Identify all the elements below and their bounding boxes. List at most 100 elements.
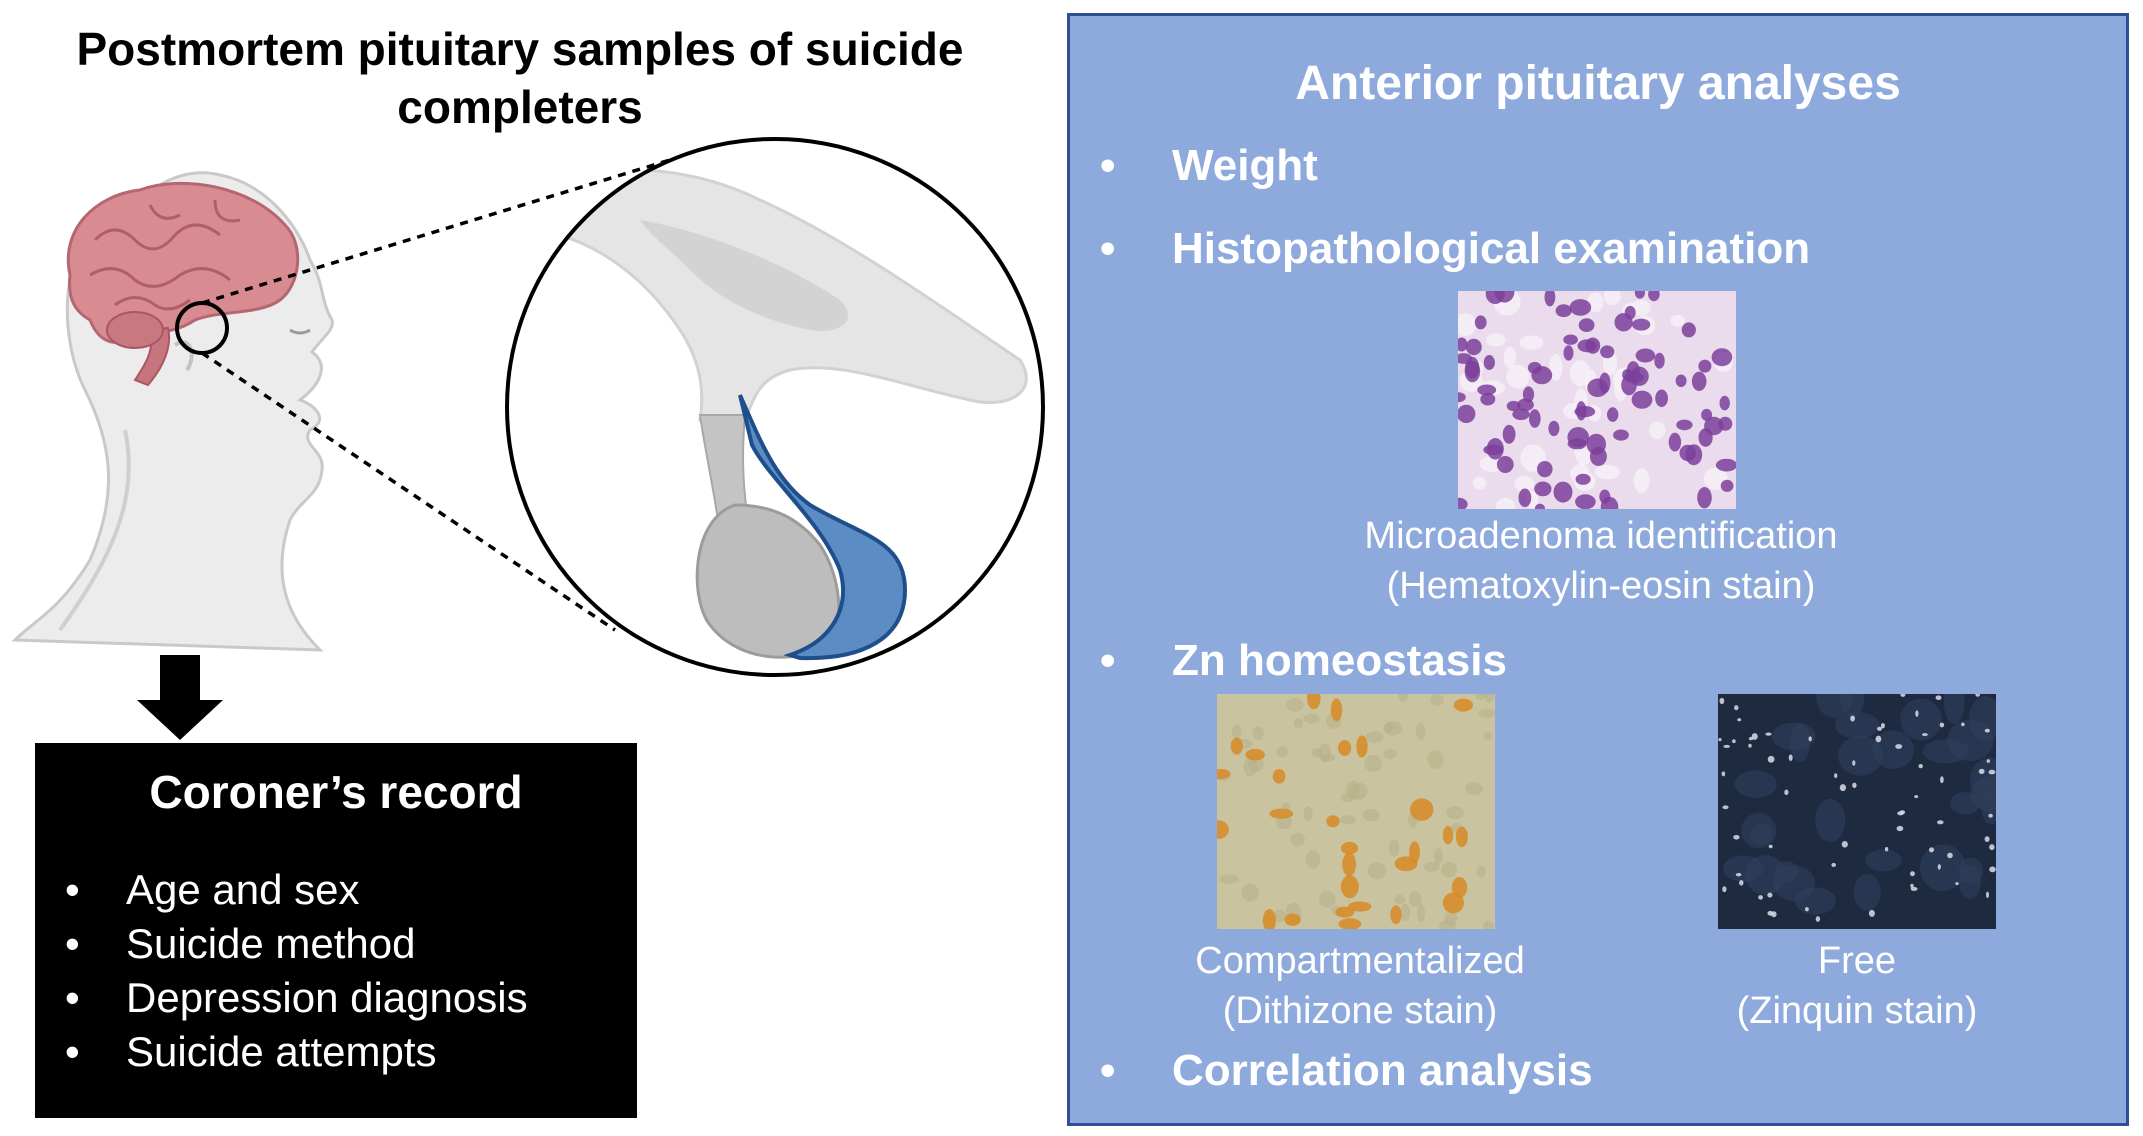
he-nucleus [1518, 488, 1532, 508]
dithizone-texture [1483, 920, 1495, 929]
he-nucleus [1569, 299, 1592, 316]
brain-folds [89, 199, 241, 311]
zinquin-zinc-spot [1988, 769, 1996, 775]
zinquin-zinc-spot [1910, 883, 1914, 888]
zinquin-zinc-spot [1955, 882, 1959, 886]
he-nucleus [1544, 291, 1556, 307]
zinquin-texture [1734, 770, 1777, 798]
he-cytoplasm [1587, 292, 1604, 313]
dithizone-texture [1483, 731, 1493, 740]
zinquin-zinc-spot [1989, 844, 1995, 851]
zinquin-zinc-spot [1737, 718, 1742, 722]
dithizone-texture [1441, 862, 1458, 878]
zinquin-texture [1722, 855, 1764, 882]
he-nucleus [1483, 355, 1495, 370]
dithizone-texture [1388, 839, 1400, 857]
he-nucleus [1548, 420, 1560, 437]
he-nucleus [1715, 458, 1736, 472]
he-nucleus [1531, 366, 1553, 385]
he-nucleus [1697, 487, 1712, 509]
dithizone-zinc-spot [1442, 892, 1464, 914]
he-cytoplasm [1594, 464, 1620, 480]
he-nucleus [1458, 353, 1473, 364]
dithizone-texture [1303, 806, 1313, 822]
dithizone-zinc-spot [1262, 909, 1276, 929]
zinquin-zinc-spot [1975, 694, 1980, 697]
dithizone-texture [1478, 709, 1495, 718]
brain [66, 181, 300, 344]
zinquin-zinc-spot [1978, 768, 1985, 774]
he-nucleus [1465, 338, 1482, 356]
he-nucleus [1477, 384, 1497, 396]
zinquin-texture [1772, 865, 1816, 902]
zinquin-zinc-spot [1751, 733, 1758, 740]
dithizone-stain-micrograph [1217, 694, 1495, 929]
zinquin-zinc-spot [1834, 773, 1838, 779]
dithizone-zinc-spot [1245, 748, 1265, 761]
dithizone-zinc-spot [1217, 768, 1231, 780]
zinquin-zinc-spot [1895, 744, 1903, 749]
he-cytoplasm [1486, 333, 1506, 347]
zinquin-zinc-spot [1850, 715, 1855, 722]
zinquin-zinc-spot [1875, 735, 1882, 743]
dithizone-zinc-spot [1284, 913, 1301, 926]
anterior-pituitary-analyses-panel: Anterior pituitary analyses Weight Histo… [1067, 13, 2129, 1126]
zinquin-zinc-spot [1722, 886, 1727, 893]
zinquin-zinc-spot [1734, 705, 1739, 711]
zinquin-zinc-spot [1739, 880, 1744, 886]
dithizone-zinc-spot [1390, 905, 1402, 925]
zinquin-zinc-spot [1899, 810, 1906, 815]
dithizone-zinc-spot [1338, 740, 1352, 756]
zinquin-zinc-spot [1735, 873, 1742, 877]
dithizone-zinc-spot [1272, 769, 1286, 784]
he-nucleus [1668, 432, 1682, 452]
zinquin-texture [1943, 694, 1965, 725]
dithizone-zinc-spot [1338, 918, 1362, 929]
he-nucleus [1555, 304, 1572, 318]
he-nucleus [1575, 494, 1596, 509]
he-nucleus [1563, 334, 1578, 345]
zinquin-texture [1947, 719, 1994, 762]
coroners-record-item: Depression diagnosis [65, 971, 637, 1025]
dithizone-texture [1400, 903, 1411, 921]
dithizone-zinc-spot [1442, 825, 1454, 845]
zinquin-zinc-spot [1758, 895, 1763, 900]
zinquin-zinc-spot [1939, 722, 1945, 728]
dithizone-zinc-spot [1326, 815, 1340, 828]
zinquin-zinc-spot [1767, 755, 1775, 763]
zinquin-zinc-spot [1719, 697, 1725, 705]
he-nucleus [1576, 401, 1587, 421]
zinquin-zinc-spot [1877, 726, 1882, 731]
he-nucleus [1719, 395, 1730, 411]
zinquin-zinc-spot [1947, 852, 1953, 859]
he-nucleus [1599, 489, 1611, 504]
zinquin-texture [1900, 698, 1942, 741]
dithizone-texture [1484, 694, 1494, 703]
dithizone-zinc-spot [1230, 737, 1243, 755]
zinquin-texture [1838, 735, 1883, 776]
pituitary-illustration [11, 137, 1045, 740]
zinquin-zinc-spot [1922, 733, 1928, 737]
zinquin-zinc-spot [1900, 694, 1906, 697]
zinquin-zinc-spot [1784, 789, 1789, 796]
coroners-record-box: Coroner’s record Age and sex Suicide met… [35, 743, 637, 1118]
analyses-title: Anterior pituitary analyses [1295, 57, 1901, 110]
third-ventricle-shading [640, 220, 849, 331]
he-nucleus [1635, 348, 1656, 363]
connector-line-top [201, 158, 671, 305]
he-nucleus [1681, 322, 1696, 338]
zinquin-zinc-spot [1986, 759, 1990, 763]
he-cytoplasm [1569, 360, 1591, 387]
bullet-correlation-analysis: Correlation analysis [1100, 1046, 1593, 1096]
dithizone-texture [1394, 894, 1406, 905]
dithizone-texture [1409, 891, 1422, 907]
zinquin-zinc-spot [1722, 805, 1729, 810]
zinquin-texture [1865, 849, 1902, 872]
zinquin-zinc-spot [1852, 760, 1856, 766]
dithizone-texture [1274, 909, 1287, 923]
dithizone-texture [1367, 862, 1387, 879]
he-nucleus [1600, 345, 1615, 359]
he-nucleus [1718, 416, 1733, 431]
he-nucleus [1485, 291, 1505, 304]
dithizone-texture [1311, 747, 1323, 758]
